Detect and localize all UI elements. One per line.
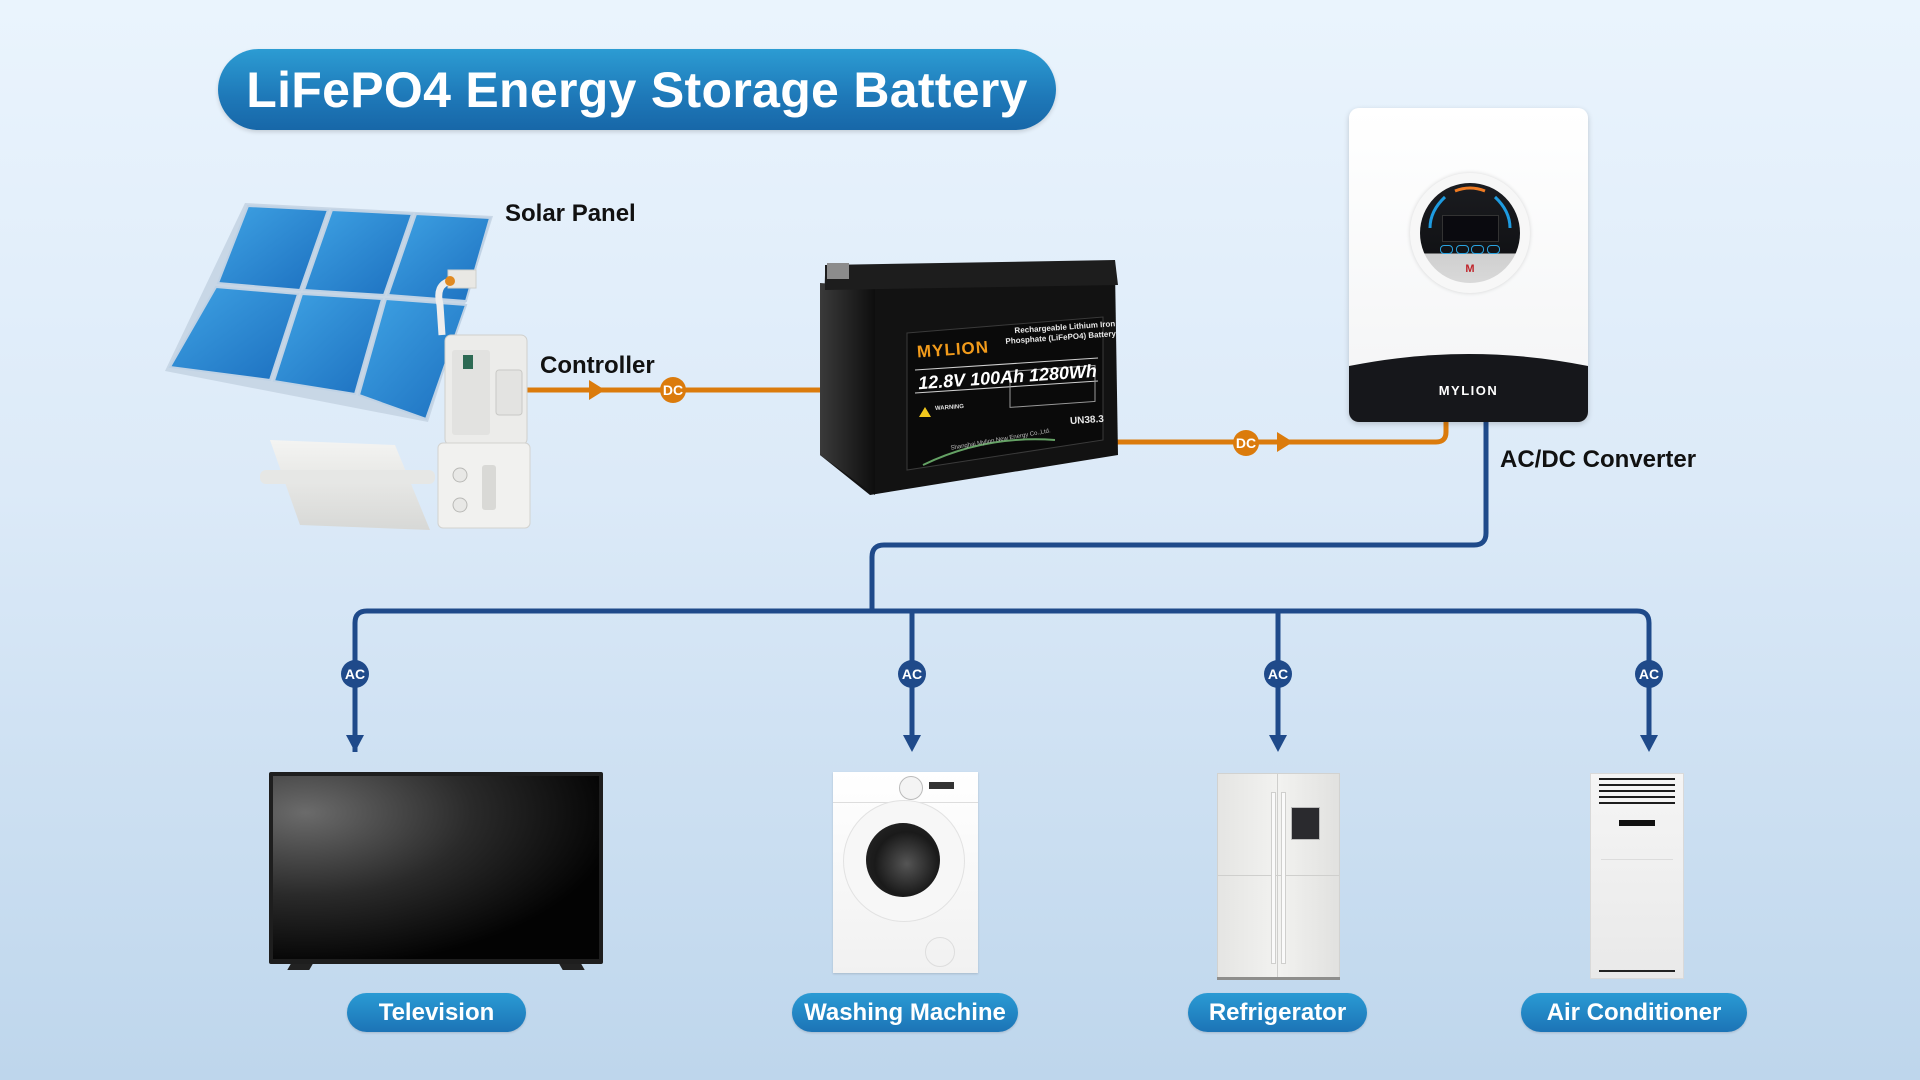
washing-machine [833, 772, 978, 973]
dc-badge [1233, 430, 1259, 456]
ac-badge-text: AC [902, 666, 922, 682]
dc-line-controller-battery: DC [503, 377, 822, 403]
tv-foot-right [559, 964, 585, 970]
control-button[interactable] [1455, 245, 1469, 254]
ac-branch-refrigerator: AC [1264, 660, 1292, 752]
title-banner: LiFePO4 Energy Storage Battery [218, 49, 1056, 130]
control-panel: M [1420, 183, 1520, 283]
control-button[interactable] [1486, 245, 1500, 254]
converter-base [1349, 354, 1588, 422]
ac-branch-air-conditioner: AC [1635, 660, 1663, 752]
ac-badge [1264, 660, 1292, 688]
appliance-label-washing-machine: Washing Machine [792, 993, 1018, 1032]
ac-dc-converter: M MYLION [1349, 108, 1588, 422]
fridge-handle-left[interactable] [1271, 792, 1276, 964]
spec-table [1009, 364, 1096, 408]
control-button[interactable] [1440, 245, 1453, 254]
ac-badge-text: AC [1639, 666, 1659, 682]
lcd-screen [1442, 215, 1499, 242]
page-title: LiFePO4 Energy Storage Battery [246, 61, 1028, 118]
ac-branch-washing-machine: AC [898, 660, 926, 752]
filter-cover [925, 937, 955, 967]
ac-badge-text: AC [1268, 666, 1288, 682]
arrow-down-icon [346, 735, 364, 752]
dc-line-battery-converter: DC [1065, 420, 1449, 456]
solar-panel-label: Solar Panel [505, 200, 636, 227]
solar-panel-illustration [165, 203, 531, 530]
fridge-handle-right[interactable] [1281, 792, 1286, 964]
ac-display [1619, 820, 1655, 826]
appliance-label-refrigerator: Refrigerator [1188, 993, 1367, 1032]
ac-badge [898, 660, 926, 688]
dc-badge [660, 377, 686, 403]
arrow-down-icon [1269, 735, 1287, 752]
dc-badge-text: DC [663, 382, 683, 398]
program-dial[interactable] [899, 776, 923, 800]
panel-stand [270, 440, 430, 530]
dc-badge-text: DC [1236, 435, 1256, 451]
tv-foot-left [287, 964, 313, 970]
ac-badge [1635, 660, 1663, 688]
arrow-right-icon [1277, 432, 1293, 452]
lifepo4-battery: MYLION Rechargeable Lithium Iron Phospha… [815, 255, 1120, 495]
arrow-down-icon [903, 735, 921, 752]
refrigerator [1217, 773, 1340, 980]
terminal [827, 263, 849, 279]
control-buttons [1440, 245, 1500, 254]
ac-badge-text: AC [345, 666, 365, 682]
converter-logo: M [1465, 263, 1475, 275]
television [269, 772, 603, 977]
control-button[interactable] [1471, 245, 1485, 254]
ac-vent [1599, 778, 1675, 808]
warning-icon [919, 407, 931, 417]
arrow-right-icon [589, 380, 605, 400]
appliance-label-air-conditioner: Air Conditioner [1521, 993, 1747, 1032]
appliance-label-television: Television [347, 993, 526, 1032]
status-arcs [1428, 186, 1512, 229]
ac-branch-television: AC [341, 660, 369, 752]
converter-brand: MYLION [1438, 383, 1499, 398]
washer-display [929, 782, 954, 789]
arrow-down-icon [1640, 735, 1658, 752]
tv-screen [273, 776, 599, 959]
battery-certification: UN38.3 [1069, 413, 1105, 428]
converter-label: AC/DC Converter [1500, 446, 1697, 473]
ac-badge [341, 660, 369, 688]
washer-door-glass [866, 823, 940, 897]
fridge-display [1291, 807, 1320, 840]
air-conditioner [1590, 773, 1684, 979]
controller-label: Controller [540, 352, 655, 379]
